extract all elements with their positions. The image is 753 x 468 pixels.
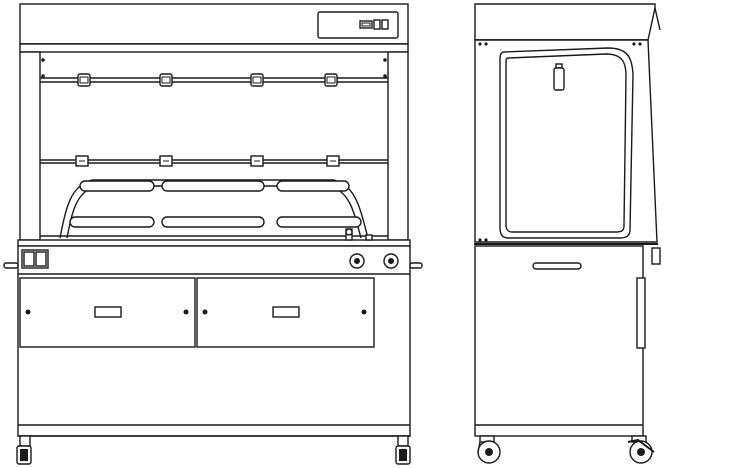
bottle-icon bbox=[553, 63, 565, 91]
knob-icon bbox=[349, 253, 399, 269]
side-top-hood bbox=[474, 3, 661, 41]
front-side-posts bbox=[19, 51, 409, 241]
front-sash-arch bbox=[59, 179, 369, 239]
front-work-surface bbox=[17, 228, 411, 247]
front-middle-rail bbox=[40, 155, 388, 167]
front-drawer-left bbox=[19, 277, 196, 348]
caster-icon bbox=[627, 435, 655, 464]
caster-icon bbox=[16, 435, 32, 465]
socket-icon bbox=[159, 155, 173, 167]
side-upper-body bbox=[474, 39, 658, 243]
socket-icon bbox=[75, 155, 89, 167]
caster-icon bbox=[477, 435, 501, 464]
handle-icon bbox=[3, 262, 423, 269]
front-drawer-right bbox=[196, 277, 375, 348]
front-upper-rail bbox=[40, 73, 388, 87]
handle-icon bbox=[532, 262, 582, 270]
rail-bracket bbox=[159, 73, 173, 87]
side-window bbox=[499, 47, 634, 239]
valve-icon bbox=[345, 228, 353, 241]
side-lower-cabinet bbox=[474, 245, 646, 437]
side-fitting bbox=[651, 247, 661, 265]
caster-icon bbox=[395, 435, 411, 465]
socket-icon bbox=[21, 249, 49, 269]
side-view bbox=[474, 3, 661, 464]
socket-icon bbox=[326, 155, 340, 167]
socket-icon bbox=[250, 155, 264, 167]
front-view bbox=[3, 3, 423, 465]
rail-bracket bbox=[77, 73, 91, 87]
rail-bracket bbox=[250, 73, 264, 87]
rail-bracket bbox=[324, 73, 338, 87]
front-lower-cabinet bbox=[3, 245, 423, 437]
valve-icon bbox=[365, 234, 373, 241]
control-panel-icon bbox=[317, 11, 399, 39]
